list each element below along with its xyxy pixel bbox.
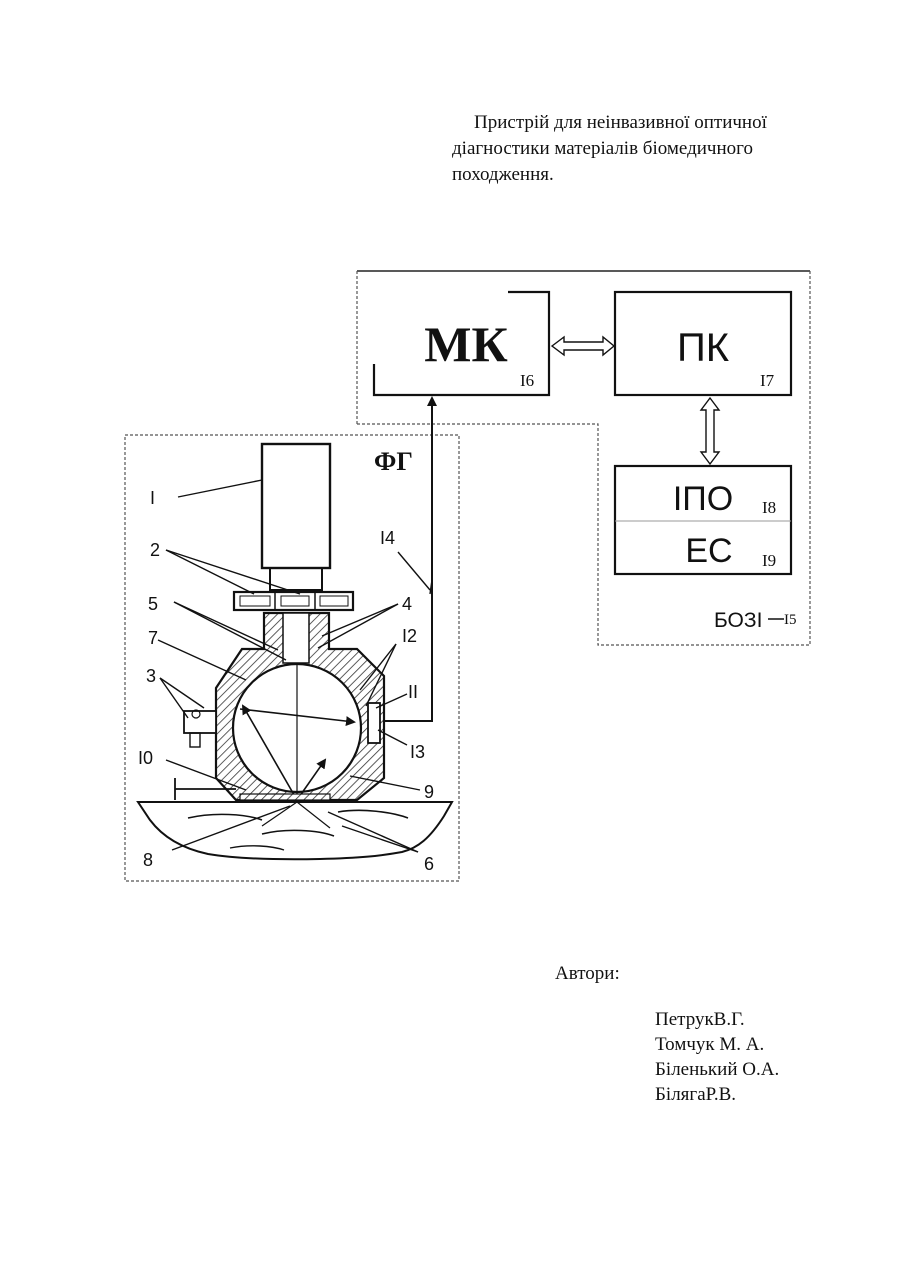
callout-10: I0 xyxy=(138,748,153,768)
callout-11: II xyxy=(408,682,418,702)
author-2: Томчук М. А. xyxy=(655,1032,779,1057)
es-label: ЕС xyxy=(685,532,732,570)
mk-number: I6 xyxy=(520,371,534,390)
housing-neck-channel xyxy=(283,613,309,663)
callout-1: I xyxy=(150,488,155,508)
callout-5: 5 xyxy=(148,594,158,614)
mk-pk-link-arrow xyxy=(552,337,614,355)
mk-label: МК xyxy=(424,316,507,372)
author-3: Біленький О.А. xyxy=(655,1057,779,1082)
filter-plate xyxy=(234,592,353,610)
fg-label: ФГ xyxy=(374,447,413,476)
callout-6: 6 xyxy=(424,854,434,874)
callout-2: 2 xyxy=(150,540,160,560)
bozi-label: БОЗІ xyxy=(714,609,762,632)
bozi-number: I5 xyxy=(784,612,797,628)
es-number: I9 xyxy=(762,551,776,570)
callout-7: 7 xyxy=(148,628,158,648)
authors-label: Автори: xyxy=(555,963,620,985)
ipo-label: ІПО xyxy=(673,480,733,518)
authors-list: ПетрукВ.Г. Томчук М. А. Біленький О.А. Б… xyxy=(655,1007,779,1107)
callout-3: 3 xyxy=(146,666,156,686)
callout-8: 8 xyxy=(143,850,153,870)
callout-9: 9 xyxy=(424,782,434,802)
author-1: ПетрукВ.Г. xyxy=(655,1007,779,1032)
ipo-number: I8 xyxy=(762,498,776,517)
callout-12: I2 xyxy=(402,626,417,646)
callout-14-leader xyxy=(398,552,430,590)
callout-4: 4 xyxy=(402,594,412,614)
photodetector xyxy=(368,703,380,743)
callout-13: I3 xyxy=(410,742,425,762)
pk-label: ПК xyxy=(677,326,730,370)
pk-ipo-link-arrow xyxy=(701,398,719,464)
light-source xyxy=(262,444,330,568)
callout-14: I4 xyxy=(380,528,395,548)
sample-window xyxy=(240,794,330,800)
author-4: БілягаР.В. xyxy=(655,1082,779,1107)
pk-number: I7 xyxy=(760,371,775,390)
